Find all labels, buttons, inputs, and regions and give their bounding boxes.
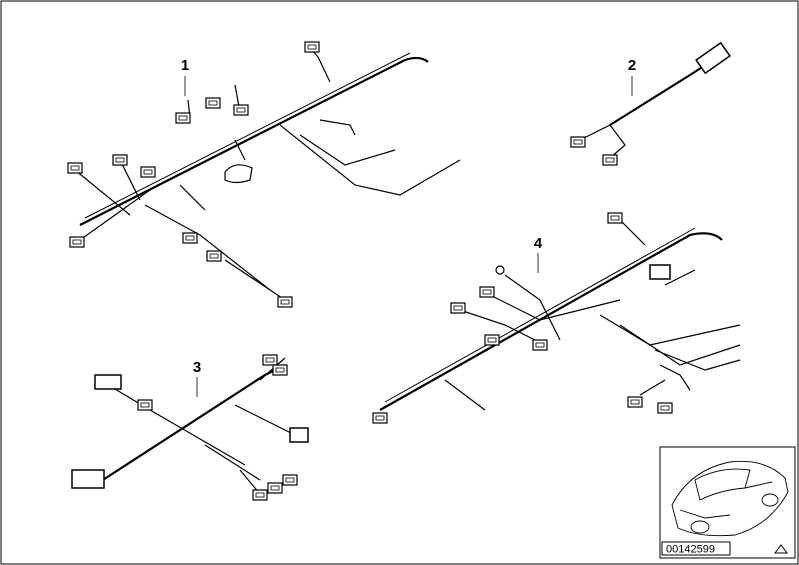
vehicle-thumbnail-icon [671,460,789,537]
harness-2 [579,61,711,159]
callout-2: 2 [628,57,636,74]
harness-3 [94,357,296,501]
harness-4 [379,219,741,411]
harness-1-connectors [67,41,320,308]
callout-4: 4 [534,235,543,252]
reference-box: 00142599 [659,446,796,559]
reference-number: 00142599 [666,544,715,556]
harness-4-connectors [372,212,673,424]
callout-3: 3 [193,359,201,376]
harness-1 [74,49,461,301]
harness-2-connectors [570,41,731,166]
warning-triangle-icon [774,544,788,554]
callout-1: 1 [181,57,189,74]
harness-3-connectors [71,354,309,501]
